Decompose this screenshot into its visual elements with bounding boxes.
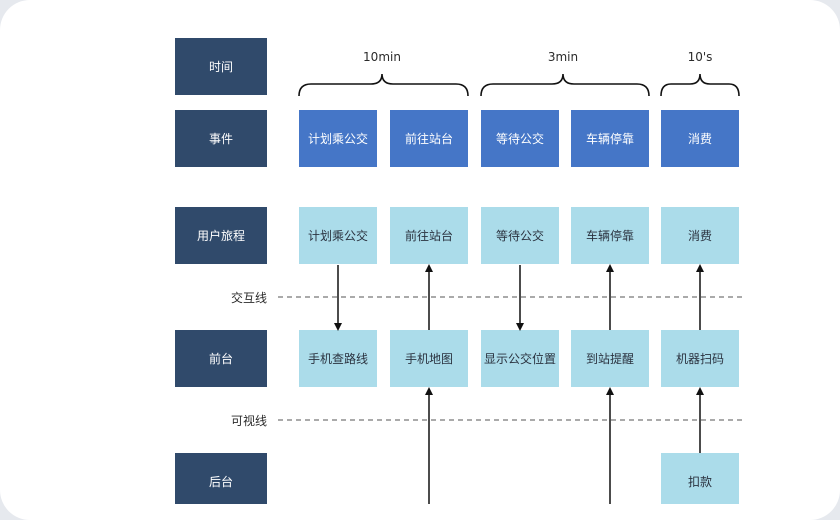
frontstage-box: 手机地图 [390,330,468,387]
frontstage-box: 到站提醒 [571,330,649,387]
duration-label-2: 3min [547,50,579,64]
frontstage-box: 手机查路线 [299,330,377,387]
row-header-frontstage: 前台 [175,330,267,387]
service-blueprint-diagram: 时间 事件 用户旅程 前台 后台 10min 3min 10's 计划乘公交 前… [118,26,744,504]
event-box: 前往站台 [390,110,468,167]
journey-box: 等待公交 [481,207,559,264]
frontstage-box: 显示公交位置 [481,330,559,387]
row-header-time: 时间 [175,38,267,95]
row-header-event: 事件 [175,110,267,167]
event-box: 计划乘公交 [299,110,377,167]
row-header-backstage: 后台 [175,453,267,504]
event-box: 等待公交 [481,110,559,167]
duration-label-3: 10's [687,50,713,64]
duration-brace-1 [298,73,469,97]
event-box: 消费 [661,110,739,167]
event-box: 车辆停靠 [571,110,649,167]
journey-box: 车辆停靠 [571,207,649,264]
journey-box: 消费 [661,207,739,264]
duration-label-1: 10min [363,50,401,64]
duration-brace-3 [660,73,740,97]
visibility-line-label: 可视线 [230,414,267,428]
journey-box: 前往站台 [390,207,468,264]
connector-layer [278,73,744,504]
backstage-box: 扣款 [661,453,739,504]
row-header-journey: 用户旅程 [175,207,267,264]
interaction-line-label: 交互线 [230,291,267,305]
journey-box: 计划乘公交 [299,207,377,264]
duration-brace-2 [480,73,650,97]
frontstage-box: 机器扫码 [661,330,739,387]
